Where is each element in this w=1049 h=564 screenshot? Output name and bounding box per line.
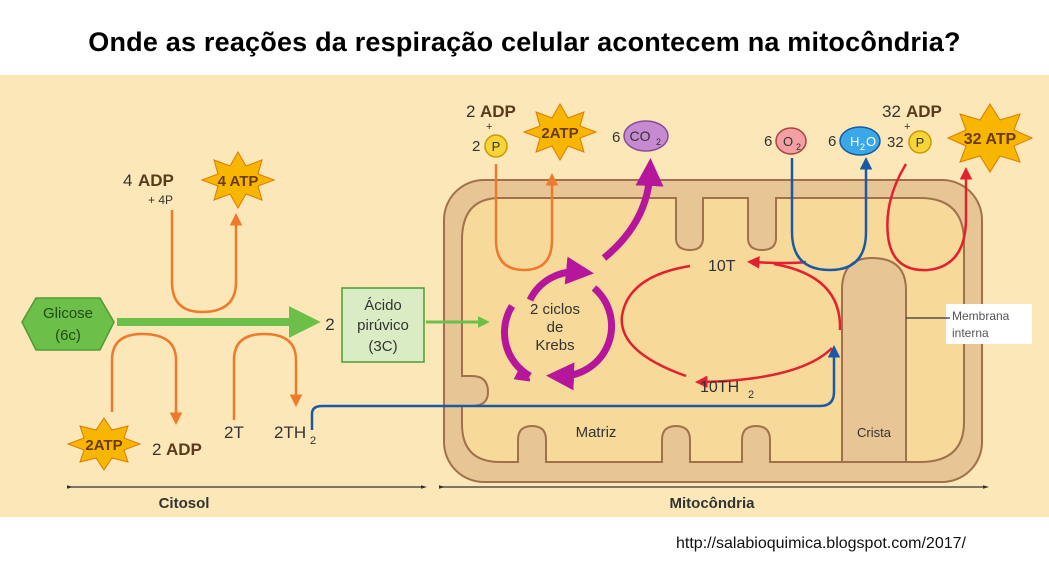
- h2o-o: O: [866, 134, 876, 149]
- th2-out-sub: 2: [310, 435, 316, 447]
- pyruvate-node: [341, 287, 425, 363]
- co2-node: [623, 120, 669, 152]
- rc-adp-count: 32: [882, 102, 901, 121]
- adp-in-count: 4: [123, 171, 132, 190]
- atp-star-krebs-label: 2ATP: [541, 125, 578, 142]
- pyruvate-label-1: Ácido: [364, 297, 402, 314]
- adp-out-count: 2: [152, 440, 161, 459]
- atp-star-4-label: 4 ATP: [218, 173, 259, 190]
- krebs-arc-top: [526, 256, 594, 302]
- h2o-count: 6: [828, 133, 836, 150]
- cytosol-label: Citosol: [159, 495, 210, 512]
- membrane-label-1: Membrana: [952, 309, 1010, 323]
- source-url: http://salabioquimica.blogspot.com/2017/: [676, 535, 966, 552]
- t-in: 2T: [224, 423, 244, 442]
- krebs-arrowhead: [513, 365, 531, 382]
- o2-label: O: [783, 134, 793, 149]
- crista-label: Crista: [857, 425, 892, 440]
- krebs-atp-arrow: [494, 164, 559, 272]
- co2-label: CO: [630, 128, 651, 144]
- glucose-label: Glicose: [43, 305, 93, 322]
- th2-10-sub: 2: [748, 389, 754, 401]
- red-arc-left: [620, 264, 691, 378]
- h2o-sub: 2: [860, 142, 865, 152]
- o2-h2o-arrow: [790, 157, 873, 272]
- pyruvate-count: 2: [325, 315, 334, 334]
- o2-sub: 2: [796, 142, 801, 152]
- o2-count: 6: [764, 133, 772, 150]
- red-arc-bottom: [695, 347, 833, 389]
- page-title: Onde as reações da respiração celular ac…: [88, 27, 961, 57]
- co2-sub: 2: [656, 137, 661, 147]
- krebs-label-2: de: [547, 319, 564, 336]
- krebs-adp-label: ADP: [480, 102, 516, 121]
- mitochondria-label: Mitocôndria: [670, 495, 756, 512]
- atp-star-4: [200, 150, 276, 210]
- cytosol-adp-arrow: [110, 332, 183, 425]
- h2o-label: H: [850, 134, 859, 149]
- atp-synthase-arrow: [886, 163, 973, 272]
- th2-10-label: 10TH: [700, 379, 739, 396]
- krebs-phosphate-node: [484, 134, 508, 158]
- atp-star-32: [946, 103, 1034, 173]
- krebs-p-label: P: [492, 139, 501, 154]
- h2o-node: [839, 126, 881, 156]
- th2-out: 2TH: [274, 423, 306, 442]
- red-arc-right: [773, 262, 842, 331]
- krebs-label-3: Krebs: [535, 337, 574, 354]
- adp-out-label: ADP: [166, 440, 202, 459]
- krebs-label-1: 2 ciclos: [530, 301, 580, 318]
- matrix-label: Matriz: [576, 424, 617, 441]
- mitochondrion: [443, 179, 983, 483]
- th2-transport-arrow: [310, 345, 841, 430]
- rc-phosphate-node: [908, 130, 932, 154]
- atp-star-left: [66, 417, 142, 471]
- krebs-p-count: 2: [472, 138, 480, 155]
- pyruvate-label-3: (3C): [368, 338, 397, 355]
- cytosol-th2-arrow: [232, 332, 303, 420]
- red-arrow-10t: [747, 256, 807, 269]
- glucose-node: [21, 297, 115, 351]
- crista: [841, 256, 907, 463]
- atp-star-krebs: [522, 102, 598, 162]
- adp-in-label: ADP: [138, 171, 174, 190]
- co2-count: 6: [612, 129, 620, 146]
- pi-in: + 4P: [148, 193, 173, 207]
- atp-star-32-label: 32 ATP: [964, 131, 1017, 148]
- rc-adp-label: ADP: [906, 102, 942, 121]
- rc-plus: +: [904, 121, 910, 133]
- krebs-plus: +: [486, 121, 492, 133]
- membrane-label-box: [946, 304, 1032, 344]
- t10-label: 10T: [708, 258, 736, 275]
- membrane-label-2: interna: [952, 326, 989, 340]
- o2-node: [775, 127, 807, 155]
- cytosol-atp-arrow: [170, 210, 243, 314]
- glucose-carbons: (6c): [55, 327, 81, 344]
- rc-p-count: 32: [887, 134, 904, 151]
- atp-star-left-label: 2ATP: [85, 437, 122, 454]
- krebs-adp-count: 2: [466, 102, 475, 121]
- rc-p-label: P: [916, 135, 925, 150]
- krebs-arc-right: [546, 285, 615, 391]
- pyruvate-label-2: pirúvico: [357, 317, 409, 334]
- co2-arrow: [601, 158, 664, 261]
